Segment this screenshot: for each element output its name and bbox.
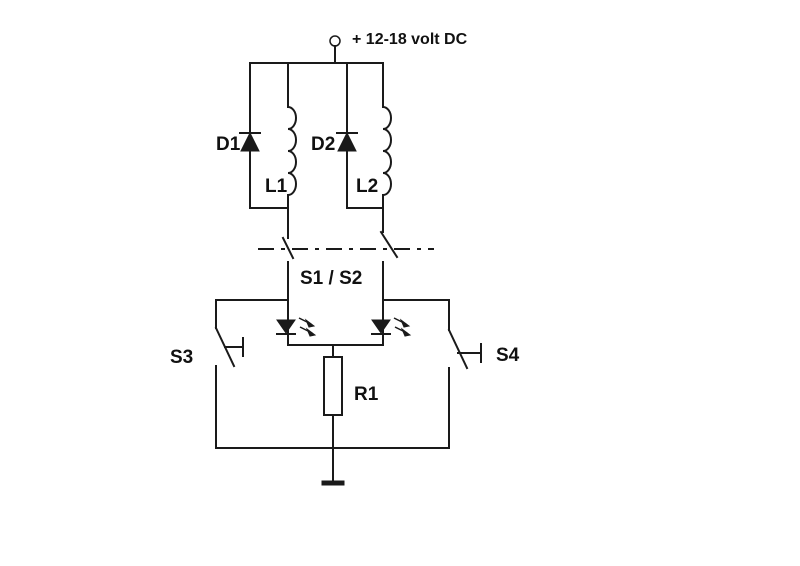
relay-contact-s1	[281, 236, 295, 346]
label-d2: D2	[311, 134, 335, 155]
supply-label: + 12-18 volt DC	[352, 31, 468, 48]
label-s1-s2: S1 / S2	[300, 268, 362, 289]
label-r1: R1	[354, 384, 379, 405]
supply-terminal	[329, 35, 341, 64]
inductor-l2	[381, 62, 392, 233]
label-s3: S3	[170, 347, 193, 368]
diode-d2	[336, 131, 358, 152]
label-s4: S4	[496, 345, 520, 366]
ground-symbol	[321, 447, 345, 486]
relay-contact-s2	[379, 230, 399, 346]
inductor-l1	[286, 62, 297, 239]
label-l1: L1	[265, 176, 288, 197]
label-l2: L2	[356, 176, 378, 197]
indicator-led-left	[276, 317, 317, 337]
diode-d1	[239, 131, 261, 152]
indicator-led-right	[371, 317, 412, 337]
switch-s4	[447, 299, 482, 449]
switch-s3	[214, 299, 244, 449]
resistor-r1	[323, 344, 343, 449]
label-d1: D1	[216, 134, 241, 155]
